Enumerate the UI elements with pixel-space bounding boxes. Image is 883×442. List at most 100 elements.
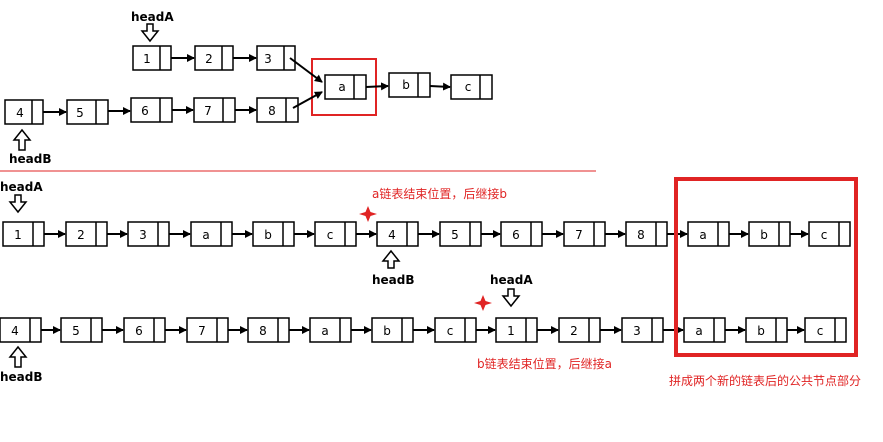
row2-node-label: c: [821, 228, 828, 242]
row2-list: 1 2 3 a b c 4 5 6 7 8 a b c: [2, 221, 851, 247]
row3-node-2: 5: [60, 317, 103, 343]
row3-node-label: c: [817, 324, 824, 338]
row2-node-label: 5: [451, 228, 459, 242]
row3-node-1: 4: [0, 317, 42, 343]
row2-node-4: a: [190, 221, 233, 247]
row2-node-9: 6: [500, 221, 543, 247]
svg-text:6: 6: [141, 104, 149, 118]
svg-text:b: b: [402, 78, 410, 92]
row1-node-shared-b: b: [388, 72, 431, 98]
row1-node-b4: 7: [193, 97, 236, 123]
row3-note: b链表结束位置，后继接a: [477, 356, 612, 371]
row3-node-label: 3: [633, 324, 641, 338]
row3-node-14: c: [804, 317, 847, 343]
row2-node-12: a: [687, 221, 730, 247]
svg-text:8: 8: [268, 104, 276, 118]
row3-node-12: a: [683, 317, 726, 343]
row2-node-1: 1: [2, 221, 45, 247]
row3-node-6: a: [309, 317, 352, 343]
svg-text:1: 1: [143, 52, 151, 66]
svg-text:4: 4: [16, 106, 24, 120]
row3-node-9: 1: [495, 317, 538, 343]
row1-node-a3: 3: [256, 45, 296, 71]
row3-node-label: 6: [135, 324, 143, 338]
svg-text:5: 5: [76, 106, 84, 120]
row3-node-label: a: [695, 324, 702, 338]
row2-junction-star-icon: [359, 206, 377, 222]
row3-node-8: c: [434, 317, 477, 343]
row2-node-label: 8: [637, 228, 645, 242]
row3-node-label: a: [321, 324, 328, 338]
row1-node-b5: 8: [256, 97, 299, 123]
row1-heada-arrow-icon: [140, 23, 160, 43]
row2-node-label: 2: [77, 228, 85, 242]
row3-node-11: 3: [621, 317, 664, 343]
row1-node-a1: 1: [132, 45, 172, 71]
common-section-highlight: [674, 177, 858, 357]
common-section-note: 拼成两个新的链表后的公共节点部分: [669, 373, 861, 388]
row2-node-6: c: [314, 221, 357, 247]
svg-text:3: 3: [264, 52, 272, 66]
svg-text:c: c: [465, 80, 472, 94]
row2-node-5: b: [252, 221, 295, 247]
row1-headb-label: headB: [9, 152, 52, 166]
row2-headb-label: headB: [372, 273, 415, 287]
row2-node-2: 2: [65, 221, 108, 247]
row1-node-shared-a: a: [324, 74, 367, 100]
row3-junction-star-icon: [474, 295, 492, 311]
row3-headb-arrow-icon: [8, 345, 28, 368]
svg-text:7: 7: [204, 104, 212, 118]
row3-node-label: 7: [198, 324, 206, 338]
row2-headb-arrow-icon: [381, 249, 401, 269]
row3-node-label: 1: [507, 324, 515, 338]
row1-node-b2: 5: [66, 99, 109, 125]
row2-node-3: 3: [127, 221, 170, 247]
row3-node-10: 2: [558, 317, 601, 343]
row3-heada-label: headA: [490, 273, 533, 287]
row3-node-label: b: [757, 324, 765, 338]
row1-node-a2: 2: [194, 45, 234, 71]
row2-node-label: 3: [139, 228, 147, 242]
row3-headb-label: headB: [0, 370, 43, 384]
row2-node-label: a: [699, 228, 706, 242]
row2-node-7: 4: [376, 221, 419, 247]
row1-node-b3: 6: [130, 97, 173, 123]
row2-node-10: 7: [563, 221, 606, 247]
row3-node-label: c: [447, 324, 454, 338]
row3-node-7: b: [371, 317, 414, 343]
row3-node-label: 2: [570, 324, 578, 338]
row2-node-label: 6: [512, 228, 520, 242]
row2-node-14: c: [808, 221, 851, 247]
row2-node-label: 4: [388, 228, 396, 242]
row3-node-3: 6: [123, 317, 166, 343]
row3-node-label: 8: [259, 324, 267, 338]
row3-heada-arrow-icon: [501, 288, 521, 308]
row1-node-shared-c: c: [450, 74, 493, 100]
row2-node-label: 7: [575, 228, 583, 242]
row3-node-label: 5: [72, 324, 80, 338]
row2-node-8: 5: [439, 221, 482, 247]
row3-node-label: b: [383, 324, 391, 338]
row2-heada-label: headA: [0, 180, 43, 194]
row1-arrows: [43, 54, 451, 116]
svg-text:2: 2: [205, 52, 213, 66]
row3-node-13: b: [745, 317, 788, 343]
row1-headb-arrow-icon: [12, 128, 32, 151]
row2-node-label: 1: [14, 228, 22, 242]
svg-text:a: a: [338, 80, 345, 94]
row1-node-b1: 4: [4, 99, 44, 125]
row2-node-label: b: [760, 228, 768, 242]
row3-node-label: 4: [11, 324, 19, 338]
row2-node-11: 8: [625, 221, 668, 247]
row2-heada-arrow-icon: [8, 194, 28, 214]
row1-heada-label: headA: [131, 10, 174, 24]
row2-node-13: b: [748, 221, 791, 247]
row3-node-4: 7: [186, 317, 229, 343]
row3-node-5: 8: [247, 317, 290, 343]
row2-node-label: b: [264, 228, 272, 242]
row2-node-label: a: [202, 228, 209, 242]
row2-node-label: c: [327, 228, 334, 242]
row3-list: 4 5 6 7 8 a b c 1 2 3 a b c: [0, 317, 847, 343]
row2-note: a链表结束位置，后继接b: [372, 186, 507, 201]
